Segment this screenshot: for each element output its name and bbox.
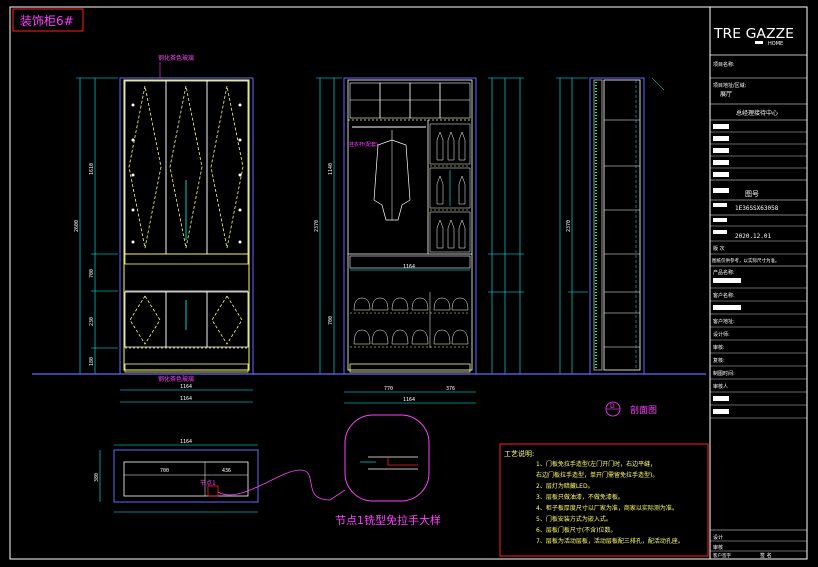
inner-right-dim: 376 [446,386,455,392]
note-item-8: 7、层板为活动层板，活动层板配三排孔，配活动孔座。 [536,537,684,545]
bottom-row-client-sign: 客户签字 [713,552,731,559]
project-label: 项目名称: [713,61,735,68]
note-item-7: 6、层板门板尺寸(不含)位数。 [536,526,617,534]
drawing-note: 图纸仅供参考，以实际尺寸为准。 [712,257,780,264]
plan-left-dim: 700 [160,468,169,474]
drawing-frame [9,6,808,560]
inner-total-dim: 1164 [403,397,415,403]
note-item-4: 3、层板只做油漆，不做免漆板。 [536,493,624,501]
node-title: 节点1铣型免拉手大样 [335,513,441,527]
row-reviewer: 审核人 [713,383,728,390]
interior-elevation: 挂衣杆(配套) 1164 2370 1140 700 [314,77,524,404]
inner-height-dim: 2370 [314,220,320,232]
bottom-row-review: 审核 [713,544,723,551]
side-section: 2370 D 剖面图 [556,77,665,417]
note-item-1: 1、门板免拉手造型(左门开门时，右边平缝， [536,460,656,468]
row-review: 审核: [713,344,725,351]
bottom-sign-value: 签 名 [760,552,772,559]
area-value: 展厅 [720,91,732,98]
drawing-title: 装饰柜6# [20,14,74,28]
area-label: 项目地址/区域: [713,82,747,89]
notes-heading: 工艺说明: [504,449,534,458]
front-elevation: 钢化茶色玻璃 钢化茶色玻璃 2600 1610 700 230 180 1164… [74,54,254,403]
front-width-dim: 1164 [180,384,192,390]
note-item-3: 2、层灯为暗藏LED。 [536,482,594,490]
row-date: 制图时间: [713,370,735,377]
side-height-dim: 2370 [566,220,572,232]
plan-depth-dim: 380 [94,473,100,482]
rev-label: 版 次 [713,245,725,252]
plan-width-dim: 1164 [180,439,192,445]
drawing-no-label: 图号 [745,190,759,198]
row-product: 产品名称: [713,269,735,276]
front-mid-dim: 700 [89,269,95,278]
brand-sub: HOME [768,41,783,47]
inner-upper-dim: 1140 [328,163,334,175]
row-address: 客户地址: [713,318,735,325]
hanger-note: 挂衣杆(配套) [349,141,378,148]
inner-lower-dim: 700 [328,316,334,325]
date-value: 2020.12.01 [735,233,772,240]
node-tag: 节点1 [200,479,216,487]
front-height-dim: 2600 [74,220,80,232]
section-title: 剖面图 [630,404,657,416]
title-tag-box [12,8,84,32]
row-recheck: 复核: [713,357,725,364]
inner-width-dim: 1164 [403,264,415,270]
title-block: TRE GAZZE HOME 项目名称: 项目地址/区域: 展厅 总经理接待中心… [709,7,807,559]
bottom-row-design: 设计 [713,534,723,541]
node-detail: 节点1铣型免拉手大样 [335,414,441,527]
serial-number: 1E36SSX63058 [735,205,779,212]
section-mark: D [610,403,615,410]
notes-box: 工艺说明: 1、门板免拉手造型(左门开门时，右边平缝， 右边门板拉手造型，单开门… [499,443,709,557]
row-client: 客户名称: [713,292,735,299]
brand-logo: TRE GAZZE [713,27,794,42]
row-designer: 设计师: [713,331,730,338]
unit-value: 总经理接待中心 [736,109,778,117]
front-base-dim: 180 [89,357,95,366]
note-item-2: 右边门板拉手造型，单开门需留免拉手造型)。 [536,471,658,479]
inner-left-dim: 770 [384,386,393,392]
bottom-glass-label: 钢化茶色玻璃 [158,375,194,383]
top-glass-label: 钢化茶色玻璃 [158,54,194,62]
front-lower-dim: 230 [89,317,95,326]
front-width-dim-b: 1164 [180,396,192,402]
note-item-5: 4、柜子板厚度尺寸以厂家为准，商家以实际测为准。 [536,504,678,512]
note-item-6: 5、门板安装方式为嵌入式。 [536,515,612,523]
front-upper-dim: 1610 [89,163,95,175]
plan-view: 1164 700 436 380 节点1 [94,439,346,513]
plan-right-dim: 436 [222,468,231,474]
